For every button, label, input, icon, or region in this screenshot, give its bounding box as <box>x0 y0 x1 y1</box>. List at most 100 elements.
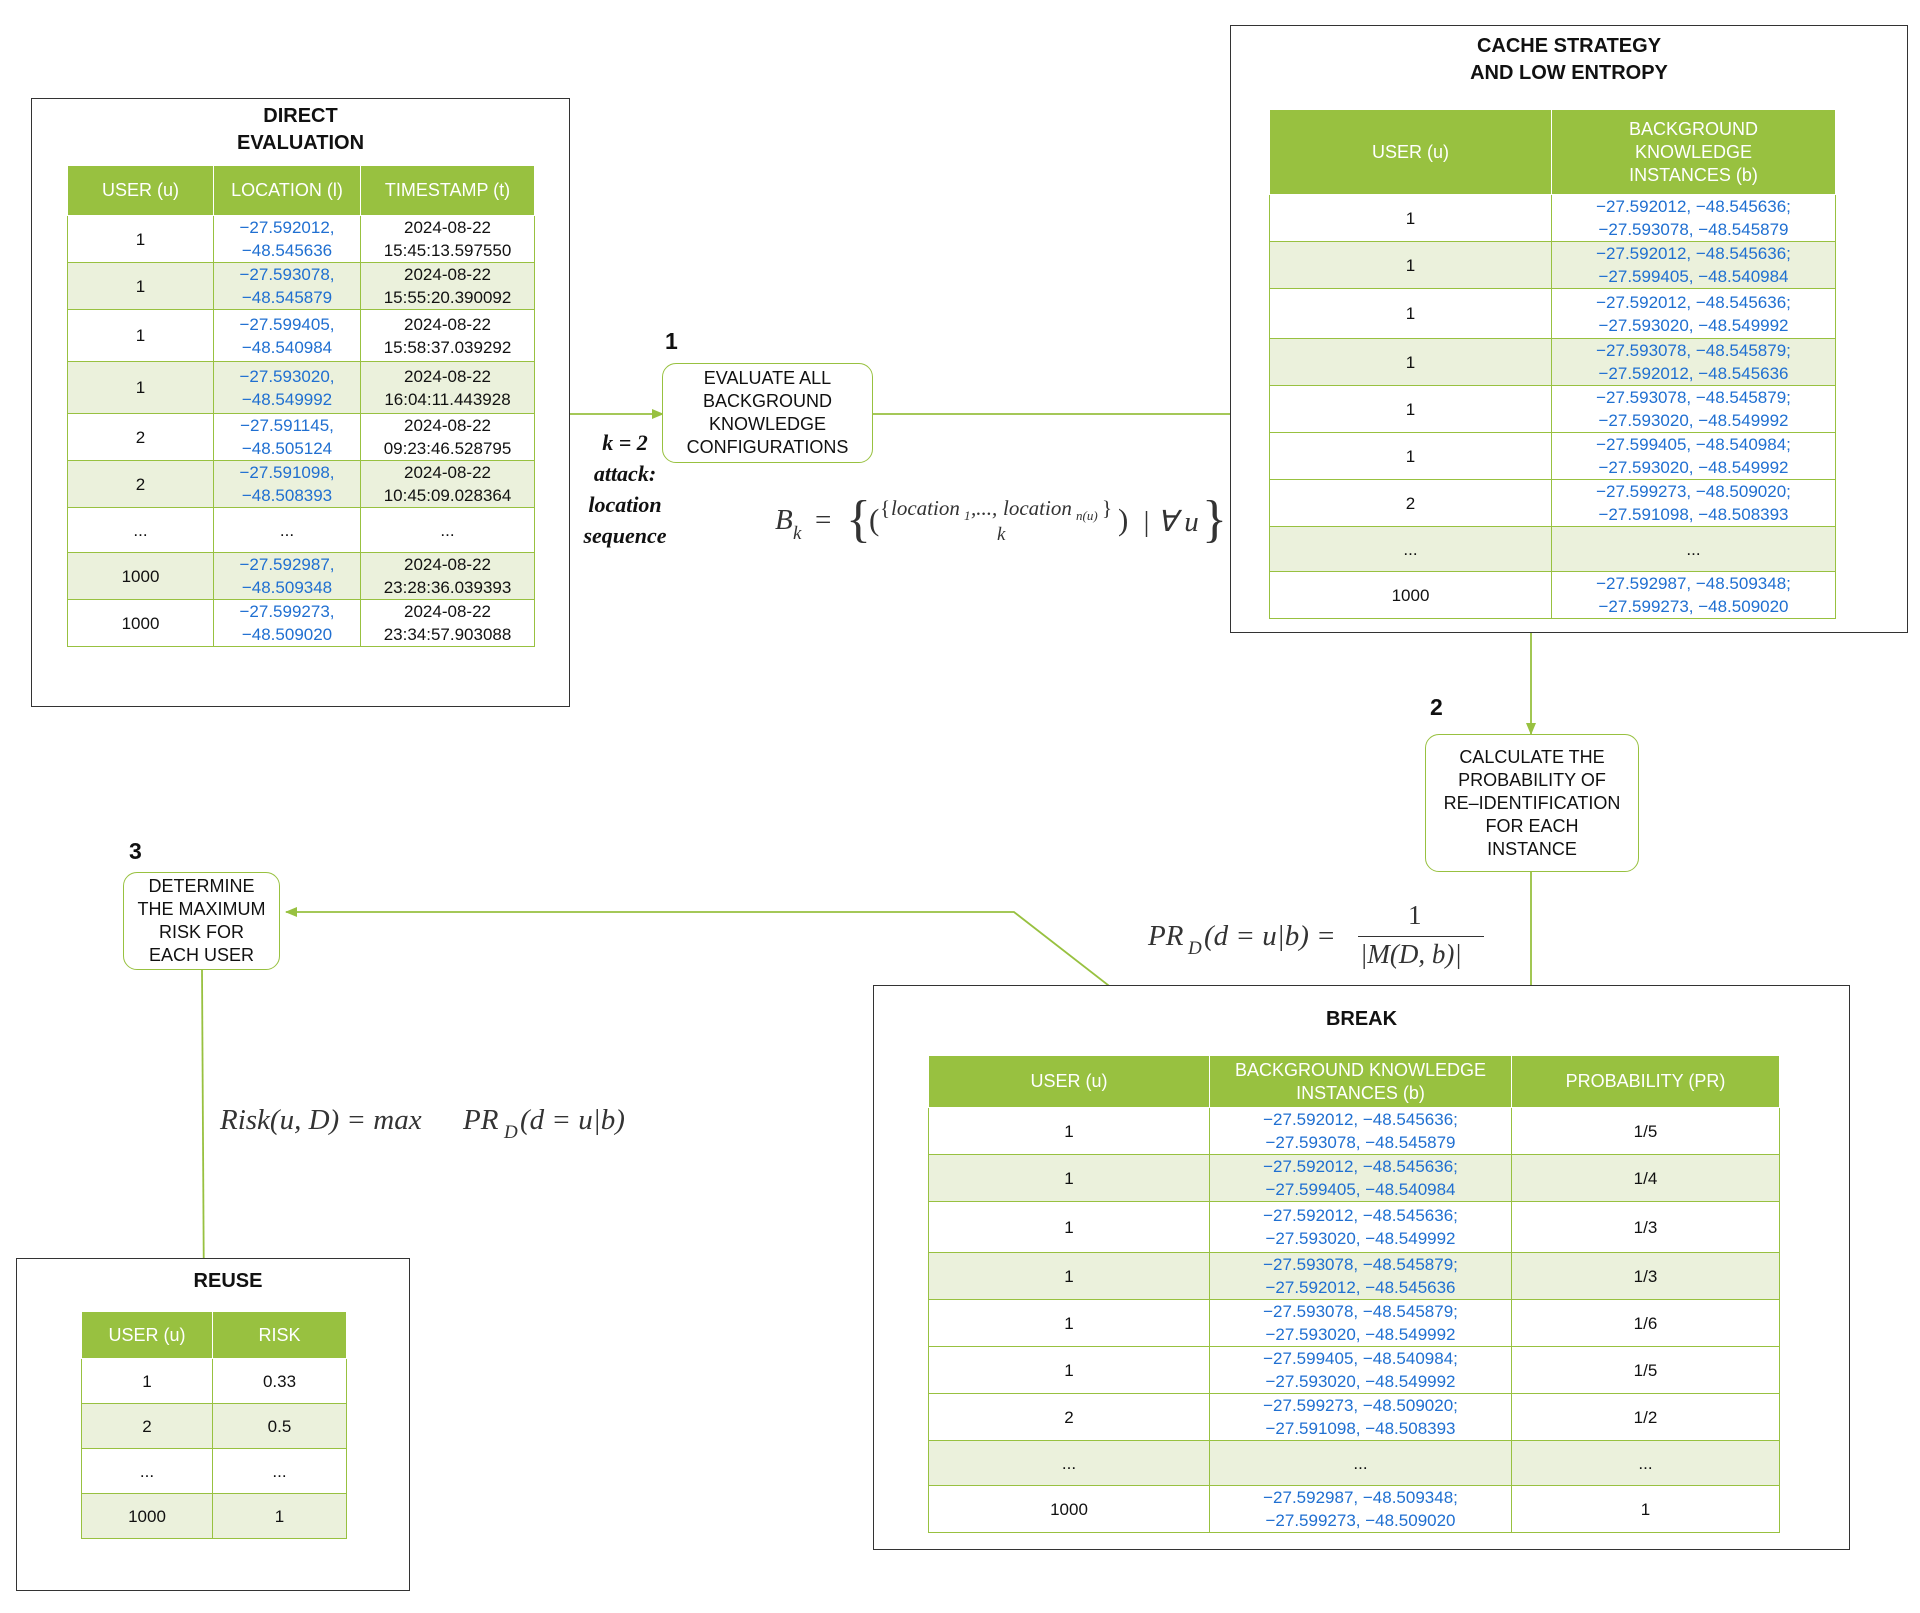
step-2-number: 2 <box>1430 694 1443 720</box>
table-row: 1 −27.592012, −48.545636; −27.593020, −4… <box>1269 288 1836 339</box>
cell-probability: ... <box>1511 1440 1780 1486</box>
cell-user: 2 <box>1269 479 1552 527</box>
step-2-box: CALCULATE THE PROBABILITY OF RE–IDENTIFI… <box>1425 734 1639 872</box>
cell-timestamp: 2024-08-22 15:55:20.390092 <box>360 262 535 310</box>
cell-user: ... <box>67 507 214 553</box>
cell-probability: 1/3 <box>1511 1201 1780 1253</box>
cell-user: 1000 <box>928 1485 1210 1533</box>
cell-bk-instance: −27.593078, −48.545879; −27.593020, −48.… <box>1551 385 1836 433</box>
table-row: 1 −27.592012, −48.545636; −27.593078, −4… <box>1269 194 1836 242</box>
cell-bk-instance: −27.592012, −48.545636; −27.599405, −48.… <box>1209 1154 1512 1202</box>
cell-user: 1 <box>928 1299 1210 1347</box>
cell-user: 1000 <box>1269 571 1552 619</box>
table-row: 1 −27.593020, −48.549992 2024-08-22 16:0… <box>67 361 535 414</box>
cell-bk-instance: −27.593078, −48.545879; −27.592012, −48.… <box>1209 1252 1512 1300</box>
attack-label: k = 2 attack: location sequence <box>583 430 667 548</box>
column-header-bk-instances: BACKGROUND KNOWLEDGE INSTANCES (b) <box>1209 1055 1512 1108</box>
cell-bk-instance: −27.599273, −48.509020; −27.591098, −48.… <box>1209 1393 1512 1441</box>
cell-bk-instance: −27.592012, −48.545636; −27.593078, −48.… <box>1209 1107 1512 1155</box>
table-row: 1 −27.599405, −48.540984 2024-08-22 15:5… <box>67 309 535 362</box>
cell-bk-instance: ... <box>1209 1440 1512 1486</box>
direct-evaluation-table: USER (u) LOCATION (l) TIMESTAMP (t) 1 −2… <box>67 165 535 647</box>
cell-bk-instance: −27.599273, −48.509020; −27.591098, −48.… <box>1551 479 1836 527</box>
table-row: 1 −27.593078, −48.545879; −27.592012, −4… <box>928 1252 1780 1300</box>
cell-user: 1 <box>1269 432 1552 480</box>
column-header-timestamp: TIMESTAMP (t) <box>360 165 535 216</box>
cache-strategy-table: USER (u) BACKGROUND KNOWLEDGE INSTANCES … <box>1269 109 1836 619</box>
table-row: 1 −27.599405, −48.540984; −27.593020, −4… <box>928 1346 1780 1394</box>
cell-user: 2 <box>81 1403 213 1449</box>
table-row: 2 0.5 <box>81 1403 347 1449</box>
cell-bk-instance: −27.592987, −48.509348; −27.599273, −48.… <box>1209 1485 1512 1533</box>
table-row: 1000 1 <box>81 1493 347 1539</box>
probability-formula: PR D (d = u|b) = 1 |M(D, b)| <box>1148 900 1488 980</box>
column-header-user: USER (u) <box>928 1055 1210 1108</box>
cell-bk-instance: −27.599405, −48.540984; −27.593020, −48.… <box>1209 1346 1512 1394</box>
reuse-table: USER (u) RISK 1 0.33 2 0.5 ... ... 1000 … <box>81 1311 347 1539</box>
cell-user: 1 <box>1269 288 1552 339</box>
cell-user: 1 <box>1269 194 1552 242</box>
cell-probability: 1/6 <box>1511 1299 1780 1347</box>
cell-user: 2 <box>67 413 214 461</box>
cell-risk: ... <box>212 1448 347 1494</box>
table-row: 1000 −27.592987, −48.509348; −27.599273,… <box>928 1485 1780 1533</box>
cell-location: −27.592987, −48.509348 <box>213 552 361 600</box>
cell-location: −27.592012, −48.545636 <box>213 215 361 263</box>
cell-timestamp: 2024-08-22 16:04:11.443928 <box>360 361 535 414</box>
cell-user: ... <box>928 1440 1210 1486</box>
cell-user: 1 <box>1269 338 1552 386</box>
cell-user: 2 <box>67 460 214 508</box>
bk-formula: B k = { ( { location 1 ,..., location n(… <box>775 491 1227 548</box>
cell-bk-instance: ... <box>1551 526 1836 572</box>
cell-bk-instance: −27.599405, −48.540984; −27.593020, −48.… <box>1551 432 1836 480</box>
risk-formula: Risk(u, D) = max PR D (d = u|b) <box>220 1104 625 1143</box>
cell-location: −27.591098, −48.508393 <box>213 460 361 508</box>
table-row: 2 −27.599273, −48.509020; −27.591098, −4… <box>1269 479 1836 527</box>
table-row: ... ... <box>81 1448 347 1494</box>
break-title: BREAK <box>1325 1008 1398 1030</box>
step-1-box: EVALUATE ALL BACKGROUND KNOWLEDGE CONFIG… <box>662 363 873 463</box>
column-header-bk-instances: BACKGROUND KNOWLEDGE INSTANCES (b) <box>1551 109 1836 195</box>
table-row: 1000 −27.592987, −48.509348; −27.599273,… <box>1269 571 1836 619</box>
table-row: 1 −27.593078, −48.545879; −27.593020, −4… <box>1269 385 1836 433</box>
column-header-location: LOCATION (l) <box>213 165 361 216</box>
cell-location: −27.599273, −48.509020 <box>213 599 361 647</box>
cell-risk: 0.33 <box>212 1358 347 1404</box>
table-row: 2 −27.591145, −48.505124 2024-08-22 09:2… <box>67 413 535 461</box>
cell-timestamp: 2024-08-22 09:23:46.528795 <box>360 413 535 461</box>
cell-timestamp: 2024-08-22 15:58:37.039292 <box>360 309 535 362</box>
cell-probability: 1/2 <box>1511 1393 1780 1441</box>
table-row: 1 −27.592012, −48.545636; −27.599405, −4… <box>1269 241 1836 289</box>
cell-timestamp: ... <box>360 507 535 553</box>
cell-timestamp: 2024-08-22 10:45:09.028364 <box>360 460 535 508</box>
cell-user: 1000 <box>67 552 214 600</box>
cell-user: 1000 <box>67 599 214 647</box>
table-row: 1 −27.592012, −48.545636 2024-08-22 15:4… <box>67 215 535 263</box>
cell-user: 2 <box>928 1393 1210 1441</box>
cell-timestamp: 2024-08-22 23:34:57.903088 <box>360 599 535 647</box>
cell-user: 1 <box>928 1201 1210 1253</box>
cell-risk: 0.5 <box>212 1403 347 1449</box>
cell-probability: 1 <box>1511 1485 1780 1533</box>
table-row: ... ... <box>1269 526 1836 572</box>
table-row: 1 −27.592012, −48.545636; −27.593020, −4… <box>928 1201 1780 1253</box>
cell-user: 1 <box>928 1154 1210 1202</box>
cell-location: −27.593078, −48.545879 <box>213 262 361 310</box>
cell-user: 1000 <box>81 1493 213 1539</box>
cache-strategy-title: CACHE STRATEGY AND LOW ENTROPY <box>1470 35 1668 84</box>
reuse-title: REUSE <box>193 1270 263 1292</box>
cell-user: 1 <box>928 1346 1210 1394</box>
column-header-probability: PROBABILITY (PR) <box>1511 1055 1780 1108</box>
cell-bk-instance: −27.592012, −48.545636; −27.593020, −48.… <box>1551 288 1836 339</box>
table-row: 1 −27.593078, −48.545879 2024-08-22 15:5… <box>67 262 535 310</box>
table-row: 2 −27.591098, −48.508393 2024-08-22 10:4… <box>67 460 535 508</box>
table-row: 1000 −27.599273, −48.509020 2024-08-22 2… <box>67 599 535 647</box>
column-header-user: USER (u) <box>1269 109 1552 195</box>
step-1-number: 1 <box>665 328 678 354</box>
arrow-step3-to-reuse <box>198 969 209 1307</box>
cell-bk-instance: −27.592012, −48.545636; −27.593020, −48.… <box>1209 1201 1512 1253</box>
step-3-box: DETERMINE THE MAXIMUM RISK FOR EACH USER <box>123 872 280 970</box>
cell-timestamp: 2024-08-22 23:28:36.039393 <box>360 552 535 600</box>
table-row: 2 −27.599273, −48.509020; −27.591098, −4… <box>928 1393 1780 1441</box>
cell-location: −27.591145, −48.505124 <box>213 413 361 461</box>
